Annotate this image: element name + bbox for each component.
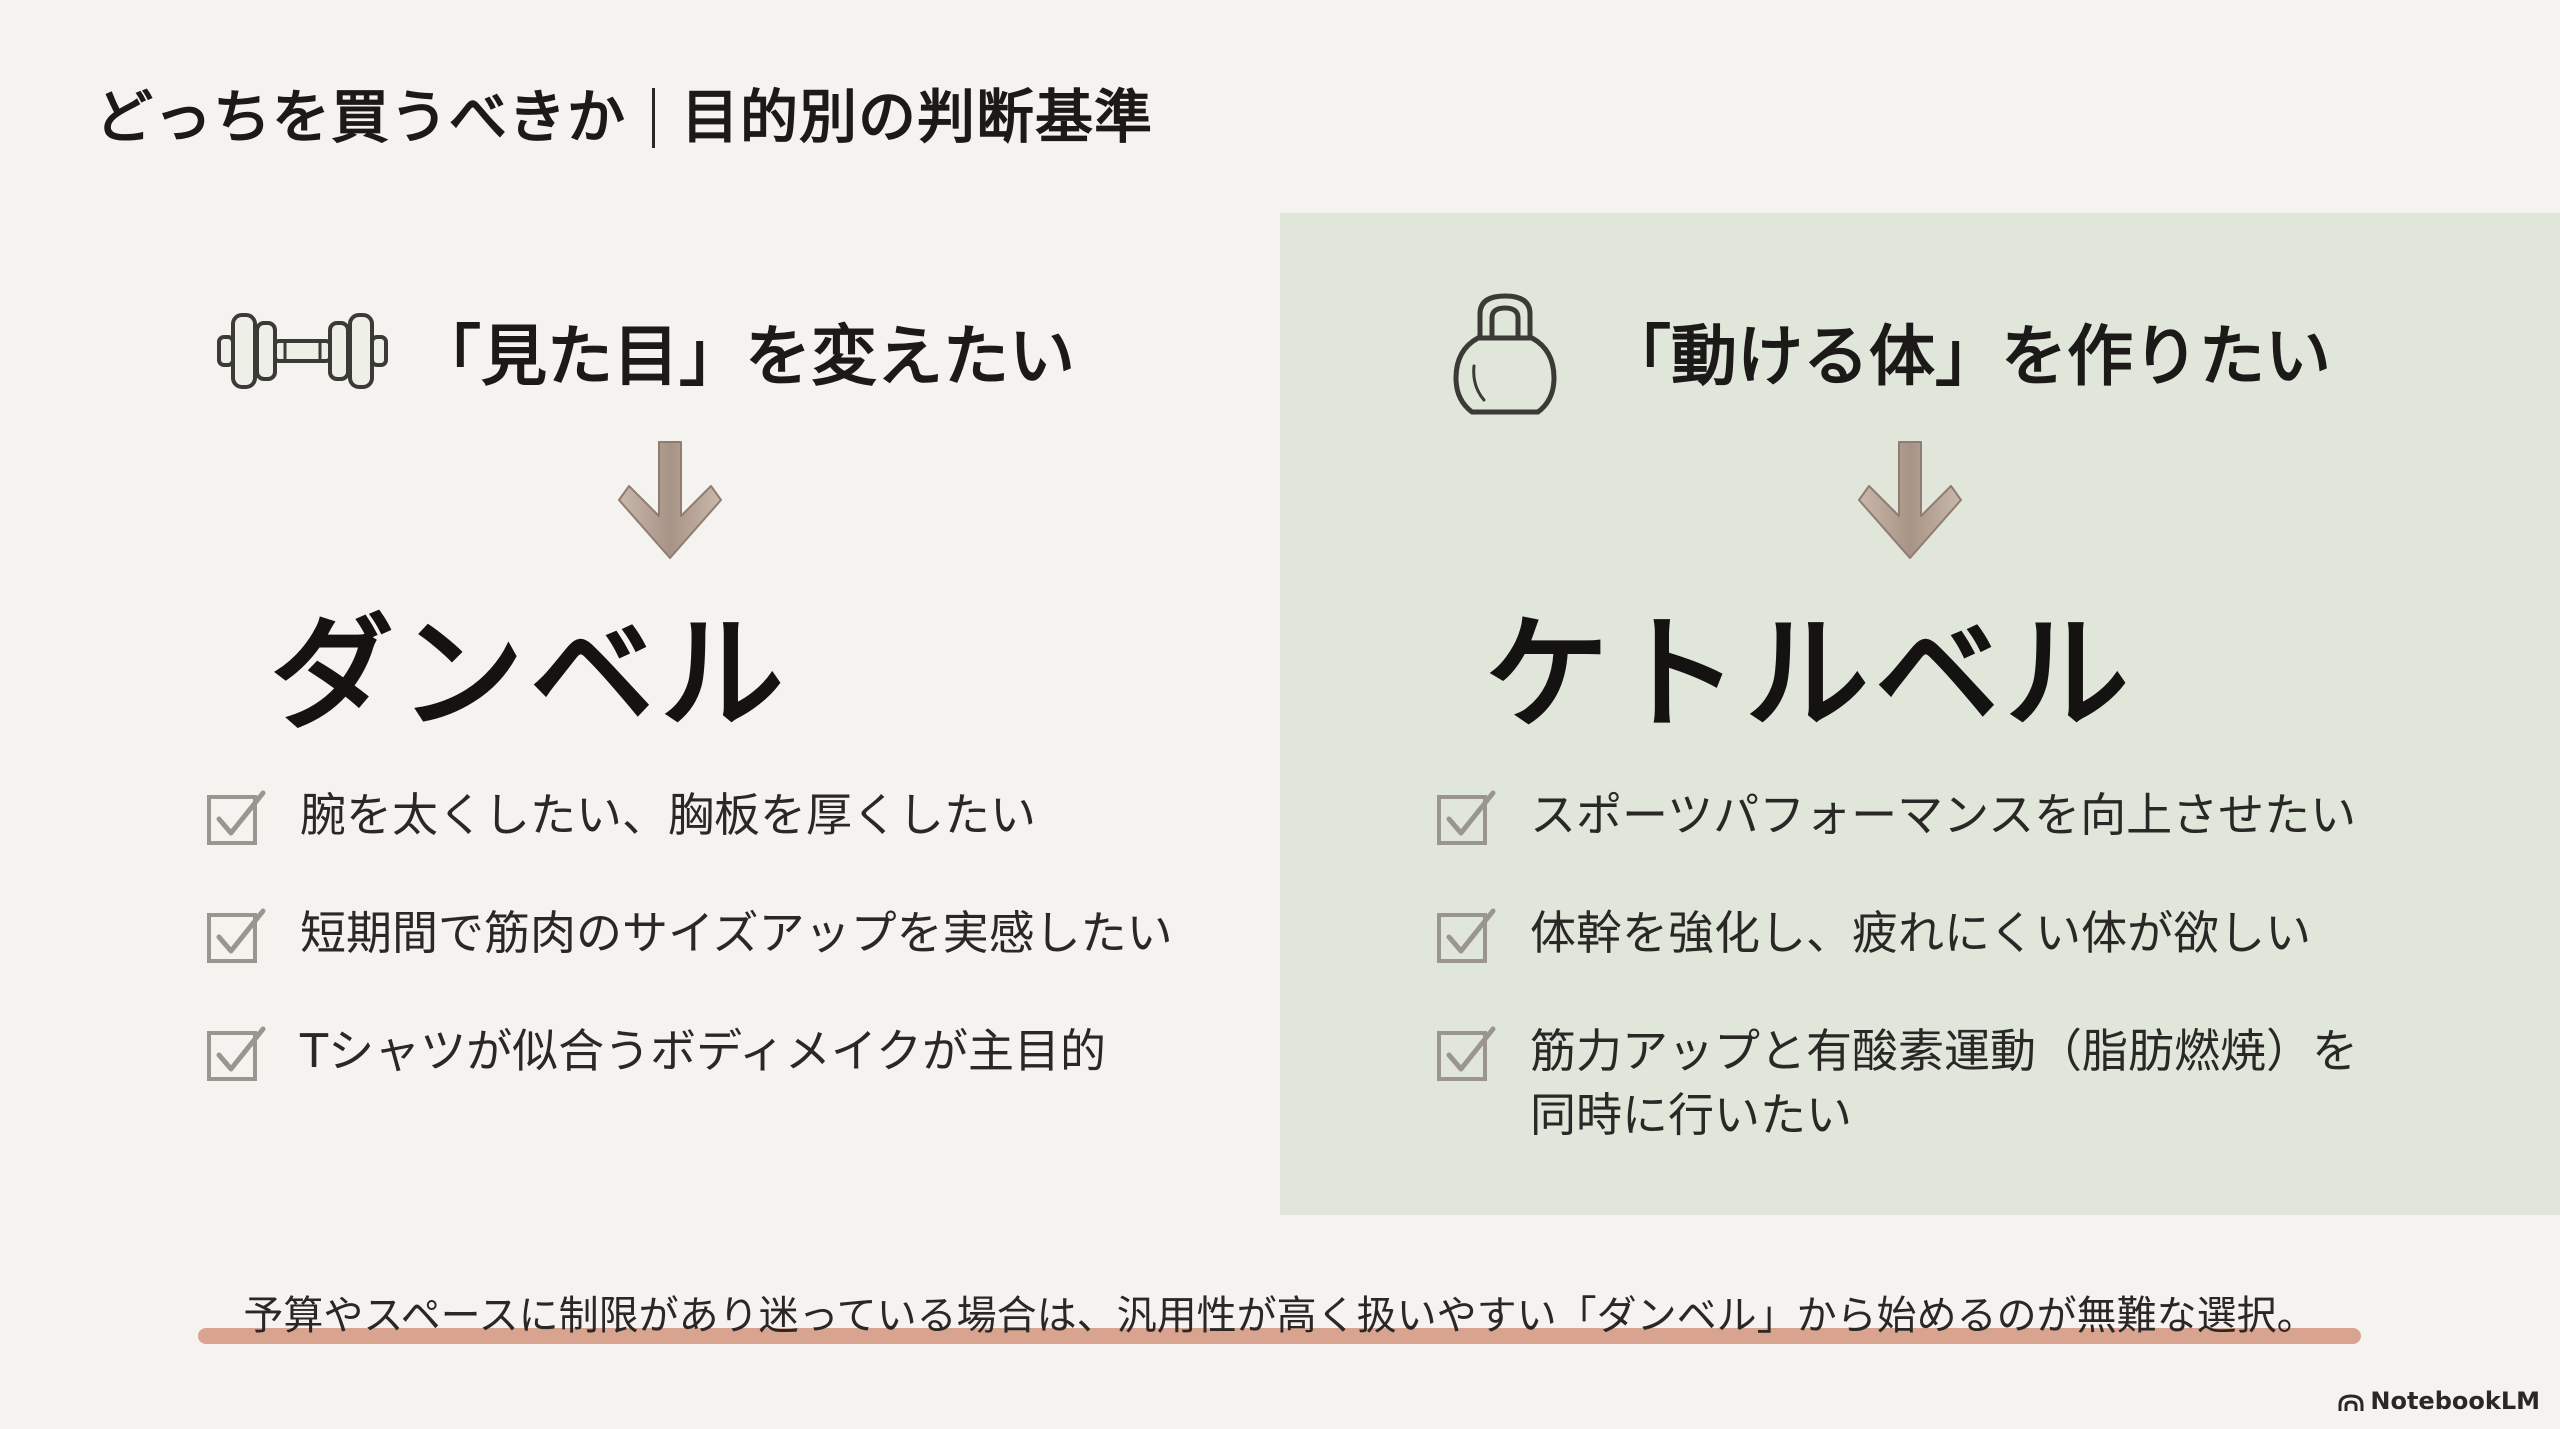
title-sub: 目的別の判断基準 <box>681 83 1154 151</box>
list-item: スポーツパフォーマンスを向上させたい <box>1435 783 2358 847</box>
list-item: 体幹を強化し、疲れにくい体が欲しい <box>1435 901 2358 965</box>
checkbox-checked-icon <box>1437 1026 1496 1081</box>
checkbox-checked-icon <box>207 790 266 845</box>
brand-logo: NotebookLM <box>2338 1387 2540 1415</box>
product-name-left: ダンベル <box>269 602 790 747</box>
title-separator <box>652 88 656 148</box>
checkbox-checked-icon <box>1437 908 1496 963</box>
goal-row-left: 「見た目」を変えたい <box>0 283 1280 413</box>
checkbox-checked-icon <box>207 908 266 963</box>
kettlebell-column: 「動ける体」を作りたい ケトルベル スポーツパフォーマンスを向上させたい 体幹を… <box>1280 213 2560 1215</box>
checkbox-checked-icon <box>1437 790 1496 845</box>
dumbbell-icon <box>217 313 388 389</box>
footer-note: 予算やスペースに制限があり迷っている場合は、汎用性が高く扱いやすい「ダンベル」か… <box>243 1293 2317 1339</box>
checklist-right: スポーツパフォーマンスを向上させたい 体幹を強化し、疲れにくい体が欲しい 筋力ア… <box>1435 783 2358 1201</box>
arrow-down-icon <box>618 441 722 559</box>
list-item: 筋力アップと有酸素運動（脂肪燃焼）を同時に行いたい <box>1435 1019 2358 1147</box>
product-name-right: ケトルベル <box>1484 602 2135 747</box>
brand-name: NotebookLM <box>2370 1387 2540 1415</box>
list-item: 腕を太くしたい、胸板を厚くしたい <box>205 783 1173 847</box>
list-item: 短期間で筋肉のサイズアップを実感したい <box>205 901 1173 965</box>
right-panel-background <box>1280 213 2560 1215</box>
dumbbell-column: 「見た目」を変えたい ダンベル 腕を太くしたい、胸板を厚くしたい 短期間で筋肉の… <box>0 213 1280 1215</box>
arrow-down-icon <box>1858 441 1962 559</box>
footer-highlight <box>198 1328 2361 1344</box>
list-item: Tシャツが似合うボディメイクが主目的 <box>205 1019 1173 1083</box>
slide-title: どっちを買うべきか目的別の判断基準 <box>95 70 1153 156</box>
goal-text-left: 「見た目」を変えたい <box>415 317 1075 395</box>
notebooklm-logo-icon <box>2338 1394 2364 1411</box>
title-main: どっちを買うべきか <box>95 83 627 151</box>
checkbox-checked-icon <box>207 1026 266 1081</box>
kettlebell-icon <box>1453 293 1557 415</box>
checklist-left: 腕を太くしたい、胸板を厚くしたい 短期間で筋肉のサイズアップを実感したい Tシャ… <box>205 783 1173 1137</box>
goal-text-right: 「動ける体」を作りたい <box>1605 317 2331 395</box>
goal-row-right: 「動ける体」を作りたい <box>1280 283 2560 415</box>
